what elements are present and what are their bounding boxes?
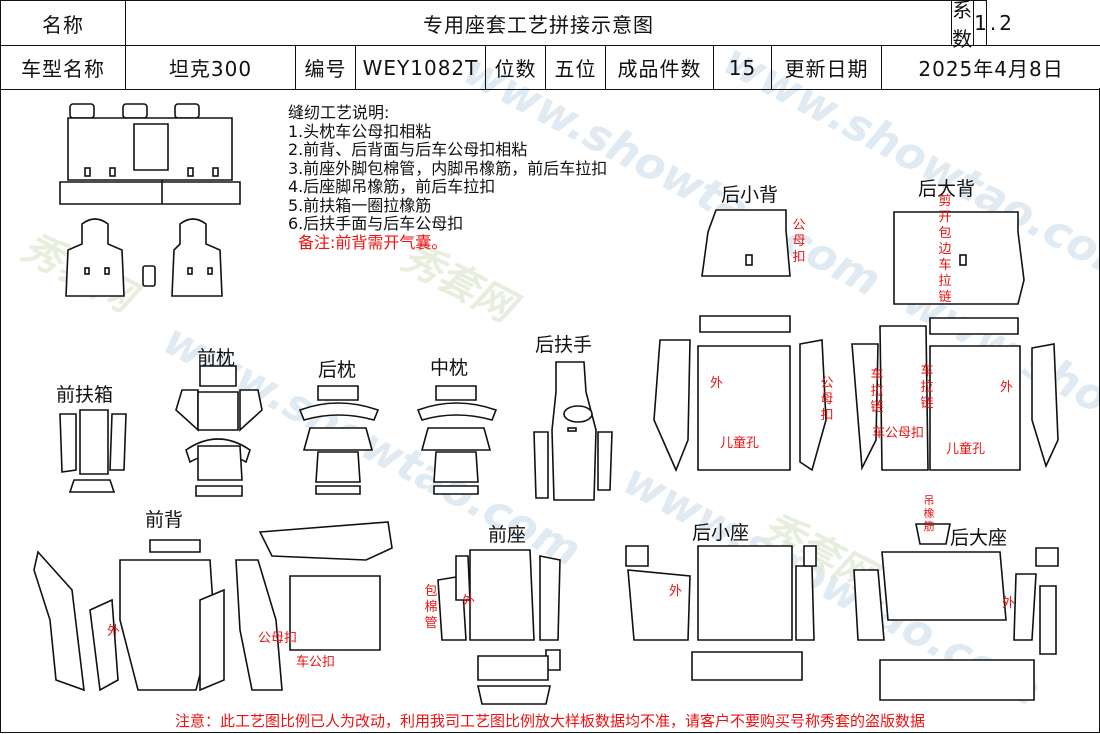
section-rear-small-back: 后小背 — [721, 184, 779, 206]
annotation-snap-sew: 车公母扣 — [872, 426, 925, 441]
annotation-snap: 公母扣 — [820, 376, 834, 423]
rear-big-back-pieces — [851, 211, 1059, 471]
annotation-outer: 外 — [107, 624, 121, 639]
section-rear-small-seat: 后小座 — [692, 522, 750, 544]
notes-remark: 备注:前背需开气囊。 — [298, 232, 448, 252]
footer-warning: 注意：此工艺图比例已人为改动，利用我司工艺图比例放大样板数据均不准，请客户不要购… — [174, 712, 925, 730]
front-headrest-pieces — [175, 365, 263, 497]
coef-cell: 系数 1.2 — [951, 0, 1012, 51]
model-value: 坦克300 — [125, 45, 296, 90]
annotation-child-hole: 儿童孔 — [720, 436, 760, 451]
sheet-title: 专用座套工艺拼接示意图 — [124, 0, 953, 46]
section-rear-big-seat: 后大座 — [950, 527, 1008, 549]
seats-value: 五位 — [545, 45, 606, 90]
pieces-value: 15 — [713, 45, 772, 90]
annotation-outer: 外 — [669, 584, 683, 599]
section-rear-armrest: 后扶手 — [535, 334, 593, 356]
section-rear-headrest: 后枕 — [318, 359, 357, 381]
annotation-outer: 外 — [710, 376, 724, 391]
note-item: 6.后扶手面与后车公母扣 — [288, 214, 464, 233]
note-item: 1.头枕车公母扣相粘 — [288, 121, 432, 141]
annotation-outer: 外 — [1002, 596, 1016, 611]
rear-headrest-pieces — [298, 385, 380, 495]
section-rear-big-back: 后大背 — [918, 178, 976, 200]
name-label: 名称 — [0, 0, 126, 46]
seats-label: 位数 — [485, 45, 546, 90]
front-seat-pieces — [437, 549, 561, 705]
section-front-armbox: 前扶箱 — [56, 384, 114, 406]
annotation-cotton-pipe: 包棉管 — [424, 584, 438, 631]
title-block: 名称 专用座套工艺拼接示意图 系数 1.2 车型名称 坦克300 编号 WEY1… — [0, 0, 1100, 90]
front-armbox-pieces — [59, 409, 127, 493]
front-back-pieces — [33, 521, 393, 692]
annotation-cut-zip: 剪开包边车拉链 — [938, 194, 952, 305]
date-label: 更新日期 — [771, 45, 882, 90]
annotation-outer: 外 — [1000, 380, 1014, 395]
coef-value: 1.2 — [974, 11, 1015, 35]
section-front-headrest: 前枕 — [197, 347, 236, 369]
section-front-seat: 前座 — [488, 524, 527, 546]
note-item: 4.后座脚吊橡筋，前后车拉扣 — [288, 177, 496, 196]
annotation-outer: 外 — [462, 594, 476, 609]
annotation-child-hole: 儿童孔 — [946, 442, 986, 457]
note-item: 3.前座外脚包棉管，内脚吊橡筋，前后车拉扣 — [288, 158, 608, 178]
note-item: 5.前扶箱一圈拉橡筋 — [288, 195, 432, 215]
rear-small-back-pieces — [653, 209, 827, 473]
annotation-snap-h: 公母扣 — [258, 631, 298, 646]
rear-small-seat-pieces — [625, 545, 817, 681]
annotation-zip: 车拉链 — [870, 368, 884, 415]
annotation-snap: 公母扣 — [792, 218, 806, 265]
code-value: WEY1082T — [355, 45, 486, 90]
annotation-sew-snap-h: 车公扣 — [296, 655, 336, 670]
annotation-zip: 车拉链 — [920, 364, 934, 411]
section-mid-headrest: 中枕 — [430, 357, 469, 379]
notes-title: 缝纫工艺说明: — [288, 103, 390, 122]
rear-bench-sketch — [59, 103, 241, 205]
rear-armrest-pieces — [533, 361, 613, 501]
rear-big-seat-pieces — [853, 523, 1059, 701]
model-label: 车型名称 — [0, 45, 126, 90]
mid-headrest-pieces — [416, 385, 498, 495]
section-front-back: 前背 — [145, 509, 184, 531]
date-value: 2025年4月8日 — [880, 45, 1100, 90]
note-item: 2.前背、后背面与后车公母扣相粘 — [288, 140, 528, 159]
front-seat-sketch — [65, 218, 223, 297]
annotation-hang-elastic: 吊橡筋 — [923, 494, 935, 533]
